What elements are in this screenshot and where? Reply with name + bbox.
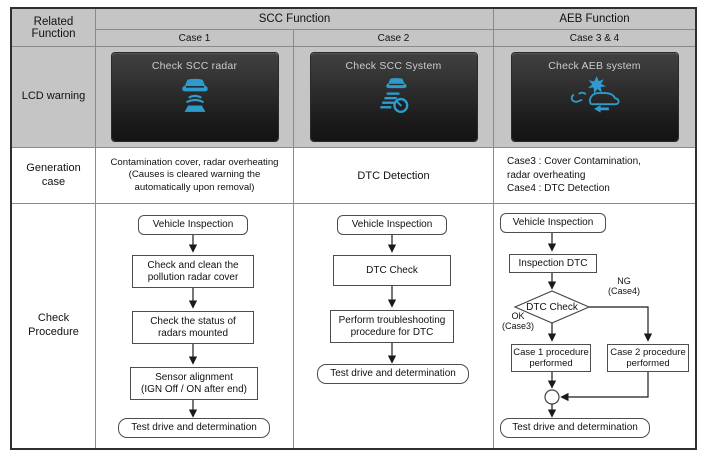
flowchart-case1: Vehicle Inspection Check and clean the p… (96, 204, 294, 448)
scc-radar-warning-icon (181, 78, 208, 112)
lcd-screen-case3-4: Check AEB system (511, 53, 678, 141)
related-function-header: Related Function (12, 9, 96, 47)
flow-step-test-drive: Test drive and determination (118, 418, 270, 438)
generation-case2-text: DTC Detection (294, 148, 494, 204)
flowchart-case3-4: Vehicle Inspection Inspection DTC DTC Ch… (494, 204, 695, 448)
flow-branch-label-ok: OK (Case3) (501, 311, 534, 332)
lcd-warning-row-label: LCD warning (12, 47, 96, 148)
flow-step-test-drive: Test drive and determination (317, 364, 469, 384)
flow-step-case1-procedure: Case 1 procedure performed (511, 344, 591, 372)
flow-step-test-drive: Test drive and determination (500, 418, 650, 438)
scc-system-warning-icon (379, 78, 408, 113)
generation-case-row-label: Generation case (12, 148, 96, 204)
flow-step-check-radar-status: Check the status of radars mounted (132, 311, 254, 344)
flowchart-case1-connectors (188, 235, 198, 418)
case1-header: Case 1 (96, 30, 294, 47)
flow-step-vehicle-inspection: Vehicle Inspection (500, 213, 606, 233)
flow-step-inspection-dtc: Inspection DTC (509, 254, 597, 273)
lcd-message-case2: Check SCC System (345, 60, 442, 72)
generation-case1-text: Contamination cover, radar overheating (… (96, 148, 294, 204)
flow-step-sensor-alignment: Sensor alignment (IGN Off / ON after end… (130, 367, 258, 400)
lcd-message-case3-4: Check AEB system (548, 60, 641, 72)
flow-decision-dtc-check: DTC Check (526, 301, 578, 313)
aeb-function-header: AEB Function (494, 9, 695, 30)
flowchart-case2-connectors (387, 235, 397, 364)
case3-4-header: Case 3 & 4 (494, 30, 695, 47)
aeb-collision-warning-icon (570, 75, 620, 113)
flow-step-clean-radar-cover: Check and clean the pollution radar cove… (132, 255, 254, 288)
scc-function-header: SCC Function (96, 9, 494, 30)
lcd-message-case1: Check SCC radar (151, 60, 238, 72)
flow-step-vehicle-inspection: Vehicle Inspection (337, 215, 447, 235)
case2-header: Case 2 (294, 30, 494, 47)
check-procedure-row-label: Check Procedure (12, 204, 96, 448)
lcd-cell-case3-4: Check AEB system (494, 47, 695, 148)
lcd-screen-case1: Check SCC radar (111, 53, 278, 141)
flow-branch-label-ng: NG (Case4) (607, 276, 640, 297)
generation-case3-4-text: Case3 : Cover Contamination, radar overh… (494, 148, 695, 204)
flowchart-case3-4-connectors (513, 233, 653, 418)
flow-step-vehicle-inspection: Vehicle Inspection (138, 215, 248, 235)
flow-step-troubleshooting-dtc: Perform troubleshooting procedure for DT… (330, 310, 454, 343)
scc-aeb-diagnostic-table: Related Function SCC Function AEB Functi… (10, 7, 697, 450)
lcd-screen-case2: Check SCC System (310, 53, 477, 141)
lcd-cell-case1: Check SCC radar (96, 47, 294, 148)
flow-step-case2-procedure: Case 2 procedure performed (607, 344, 689, 372)
flowchart-case2: Vehicle Inspection DTC Check Perform tro… (294, 204, 494, 448)
lcd-cell-case2: Check SCC System (294, 47, 494, 148)
flow-step-dtc-check: DTC Check (333, 255, 451, 286)
